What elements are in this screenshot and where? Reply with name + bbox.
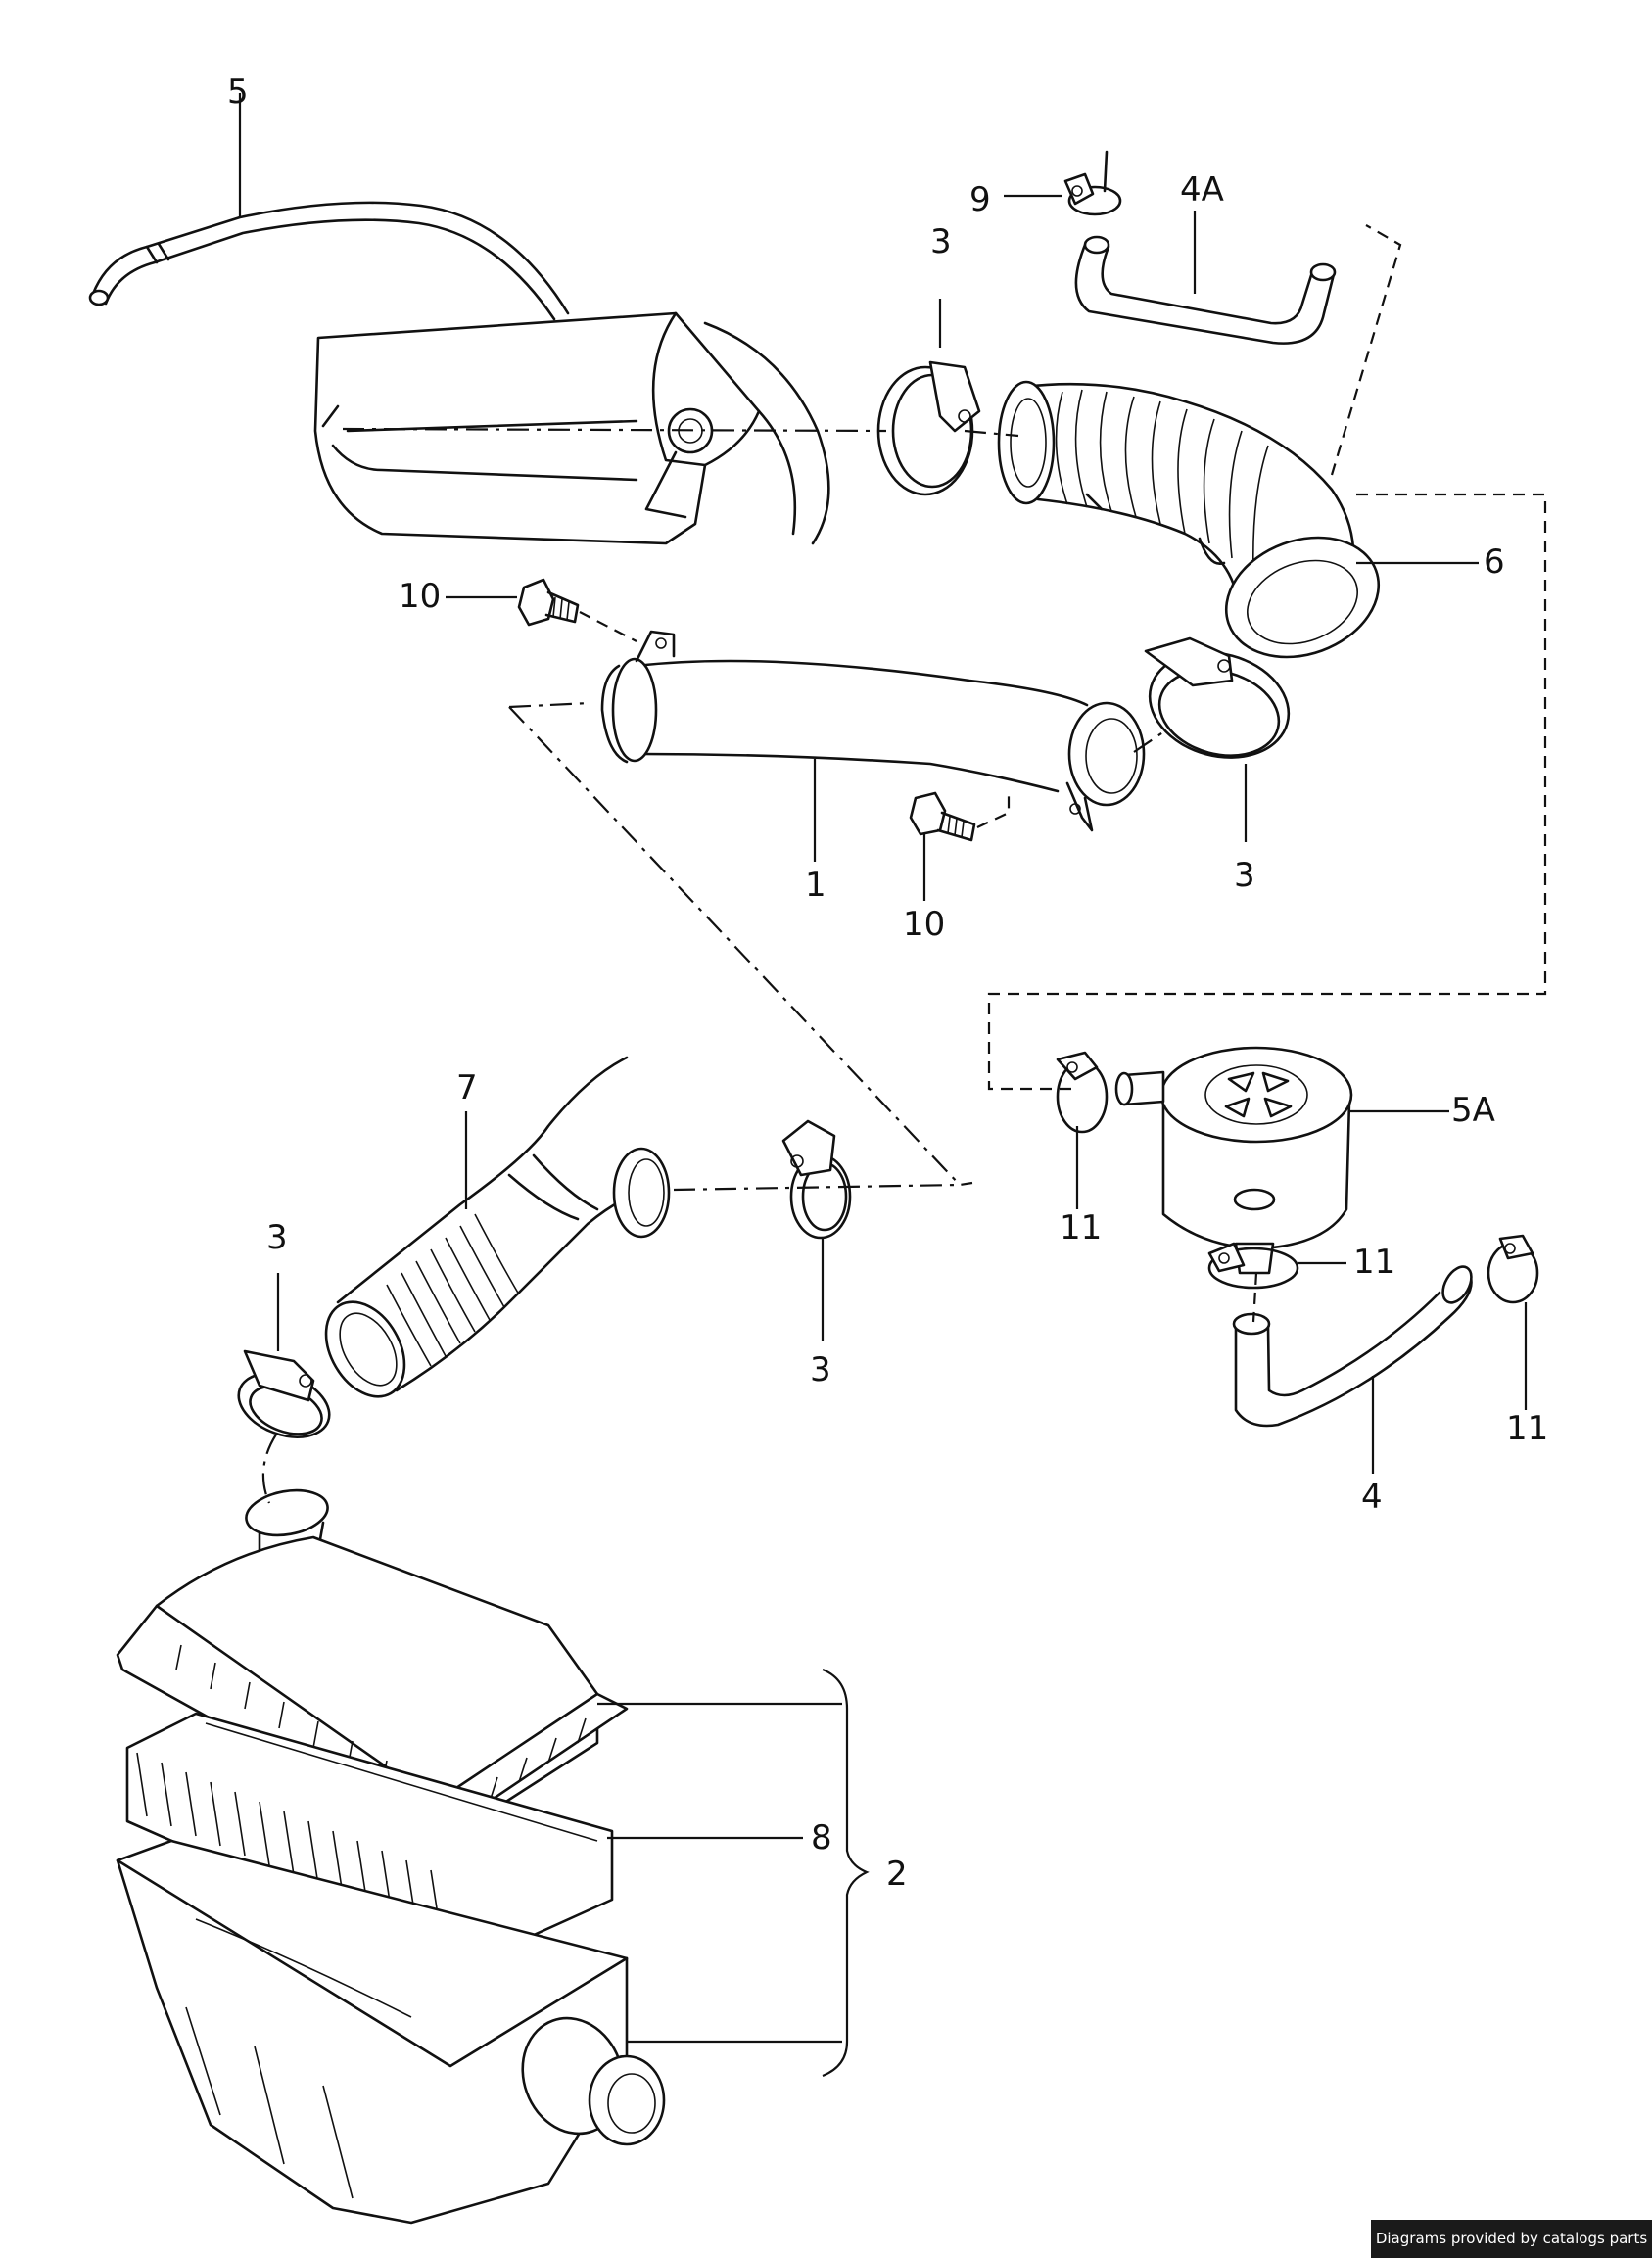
part-5-breather-hose <box>88 93 570 321</box>
callout-3-left: 3 <box>266 1218 288 1257</box>
callout-9: 9 <box>969 180 991 219</box>
callout-8: 8 <box>811 1818 832 1858</box>
callout-7: 7 <box>456 1068 478 1107</box>
callout-3-top: 3 <box>930 222 952 261</box>
part-11-clamp-c <box>1487 1234 1539 1410</box>
credit-label: Diagrams provided by catalogs parts <box>1371 2220 1652 2258</box>
callout-10-lower: 10 <box>903 905 945 944</box>
part-5a-valve <box>1114 1046 1449 1275</box>
callout-3-right: 3 <box>1234 856 1255 895</box>
callout-4a: 4A <box>1180 170 1224 210</box>
callout-1: 1 <box>805 866 826 905</box>
callout-4: 4 <box>1361 1478 1383 1517</box>
callouts: 5 9 4A 3 6 10 1 10 3 7 5A 11 3 11 3 11 4… <box>227 72 1548 1894</box>
part-4a-hose <box>1074 211 1337 345</box>
part-4-hose <box>1232 1265 1473 1474</box>
part-1-intake-pipe <box>600 630 1146 862</box>
part-3-clamp-left <box>237 1273 331 1438</box>
callout-11-b: 11 <box>1353 1243 1395 1282</box>
part-3-clamp-right <box>1144 636 1291 842</box>
part-10-bolt-lower <box>909 791 1011 901</box>
part-2-air-filter-housing <box>116 1488 870 2225</box>
part-7-intake-hose <box>324 1056 671 1398</box>
callout-5a: 5A <box>1451 1091 1495 1130</box>
part-3-clamp-middle <box>781 1119 852 1341</box>
part-11-clamp-a <box>1056 1051 1109 1209</box>
callout-5: 5 <box>227 72 249 112</box>
callout-3-middle: 3 <box>810 1350 831 1389</box>
part-9-small-clamp <box>1004 150 1122 216</box>
part-3-clamp-top <box>876 299 981 496</box>
part-6-elbow-hose <box>997 380 1479 659</box>
part-10-bolt-upper <box>446 578 637 642</box>
assembly-lines <box>261 224 1547 1504</box>
callout-6: 6 <box>1484 542 1505 582</box>
callout-2: 2 <box>886 1855 908 1894</box>
intake-housing <box>313 311 830 545</box>
callout-11-c: 11 <box>1506 1409 1548 1448</box>
part-11-clamp-b <box>1207 1242 1346 1290</box>
callout-10-upper: 10 <box>399 577 441 616</box>
callout-11-a: 11 <box>1060 1208 1102 1247</box>
